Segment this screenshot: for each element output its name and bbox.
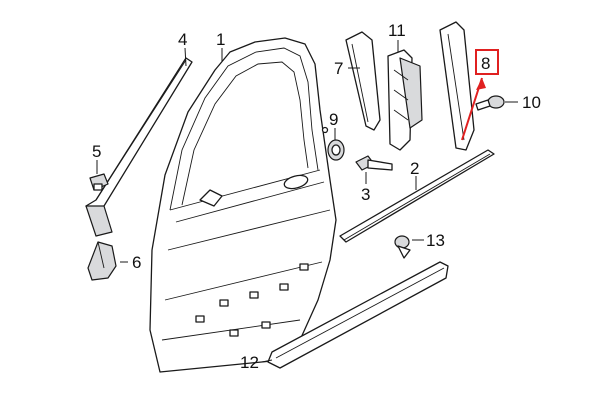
part-8-window-trim [439,21,475,151]
part-13-clip [394,235,411,259]
callout-4: 4 [178,30,187,49]
callout-6: 6 [132,253,141,272]
leader-lines [96,40,518,363]
callout-8: 8 [481,54,490,73]
callout-12: 12 [240,353,259,372]
part-11-bracket [387,49,423,151]
part-7-pillar-trim [345,31,381,131]
part-9-grommet [327,139,345,161]
part-6-end-cap [87,241,117,281]
callout-11: 11 [388,21,406,40]
highlight-box [475,49,499,75]
callout-13: 13 [426,231,445,250]
callout-2: 2 [410,159,419,178]
callout-9: 9 [329,110,338,129]
highlight-arrow [461,77,486,141]
callout-10: 10 [522,93,541,112]
part-10-push-pin [475,95,505,111]
part-12-sill-molding [267,261,449,369]
callout-5: 5 [92,142,101,161]
callout-7: 7 [334,59,343,78]
callout-1: 1 [216,30,225,49]
part-3-screw [355,155,393,171]
part-5-clip [89,173,109,191]
part-2-door-molding [339,149,495,243]
callout-3: 3 [361,185,370,204]
part-1-door-shell [149,37,337,373]
